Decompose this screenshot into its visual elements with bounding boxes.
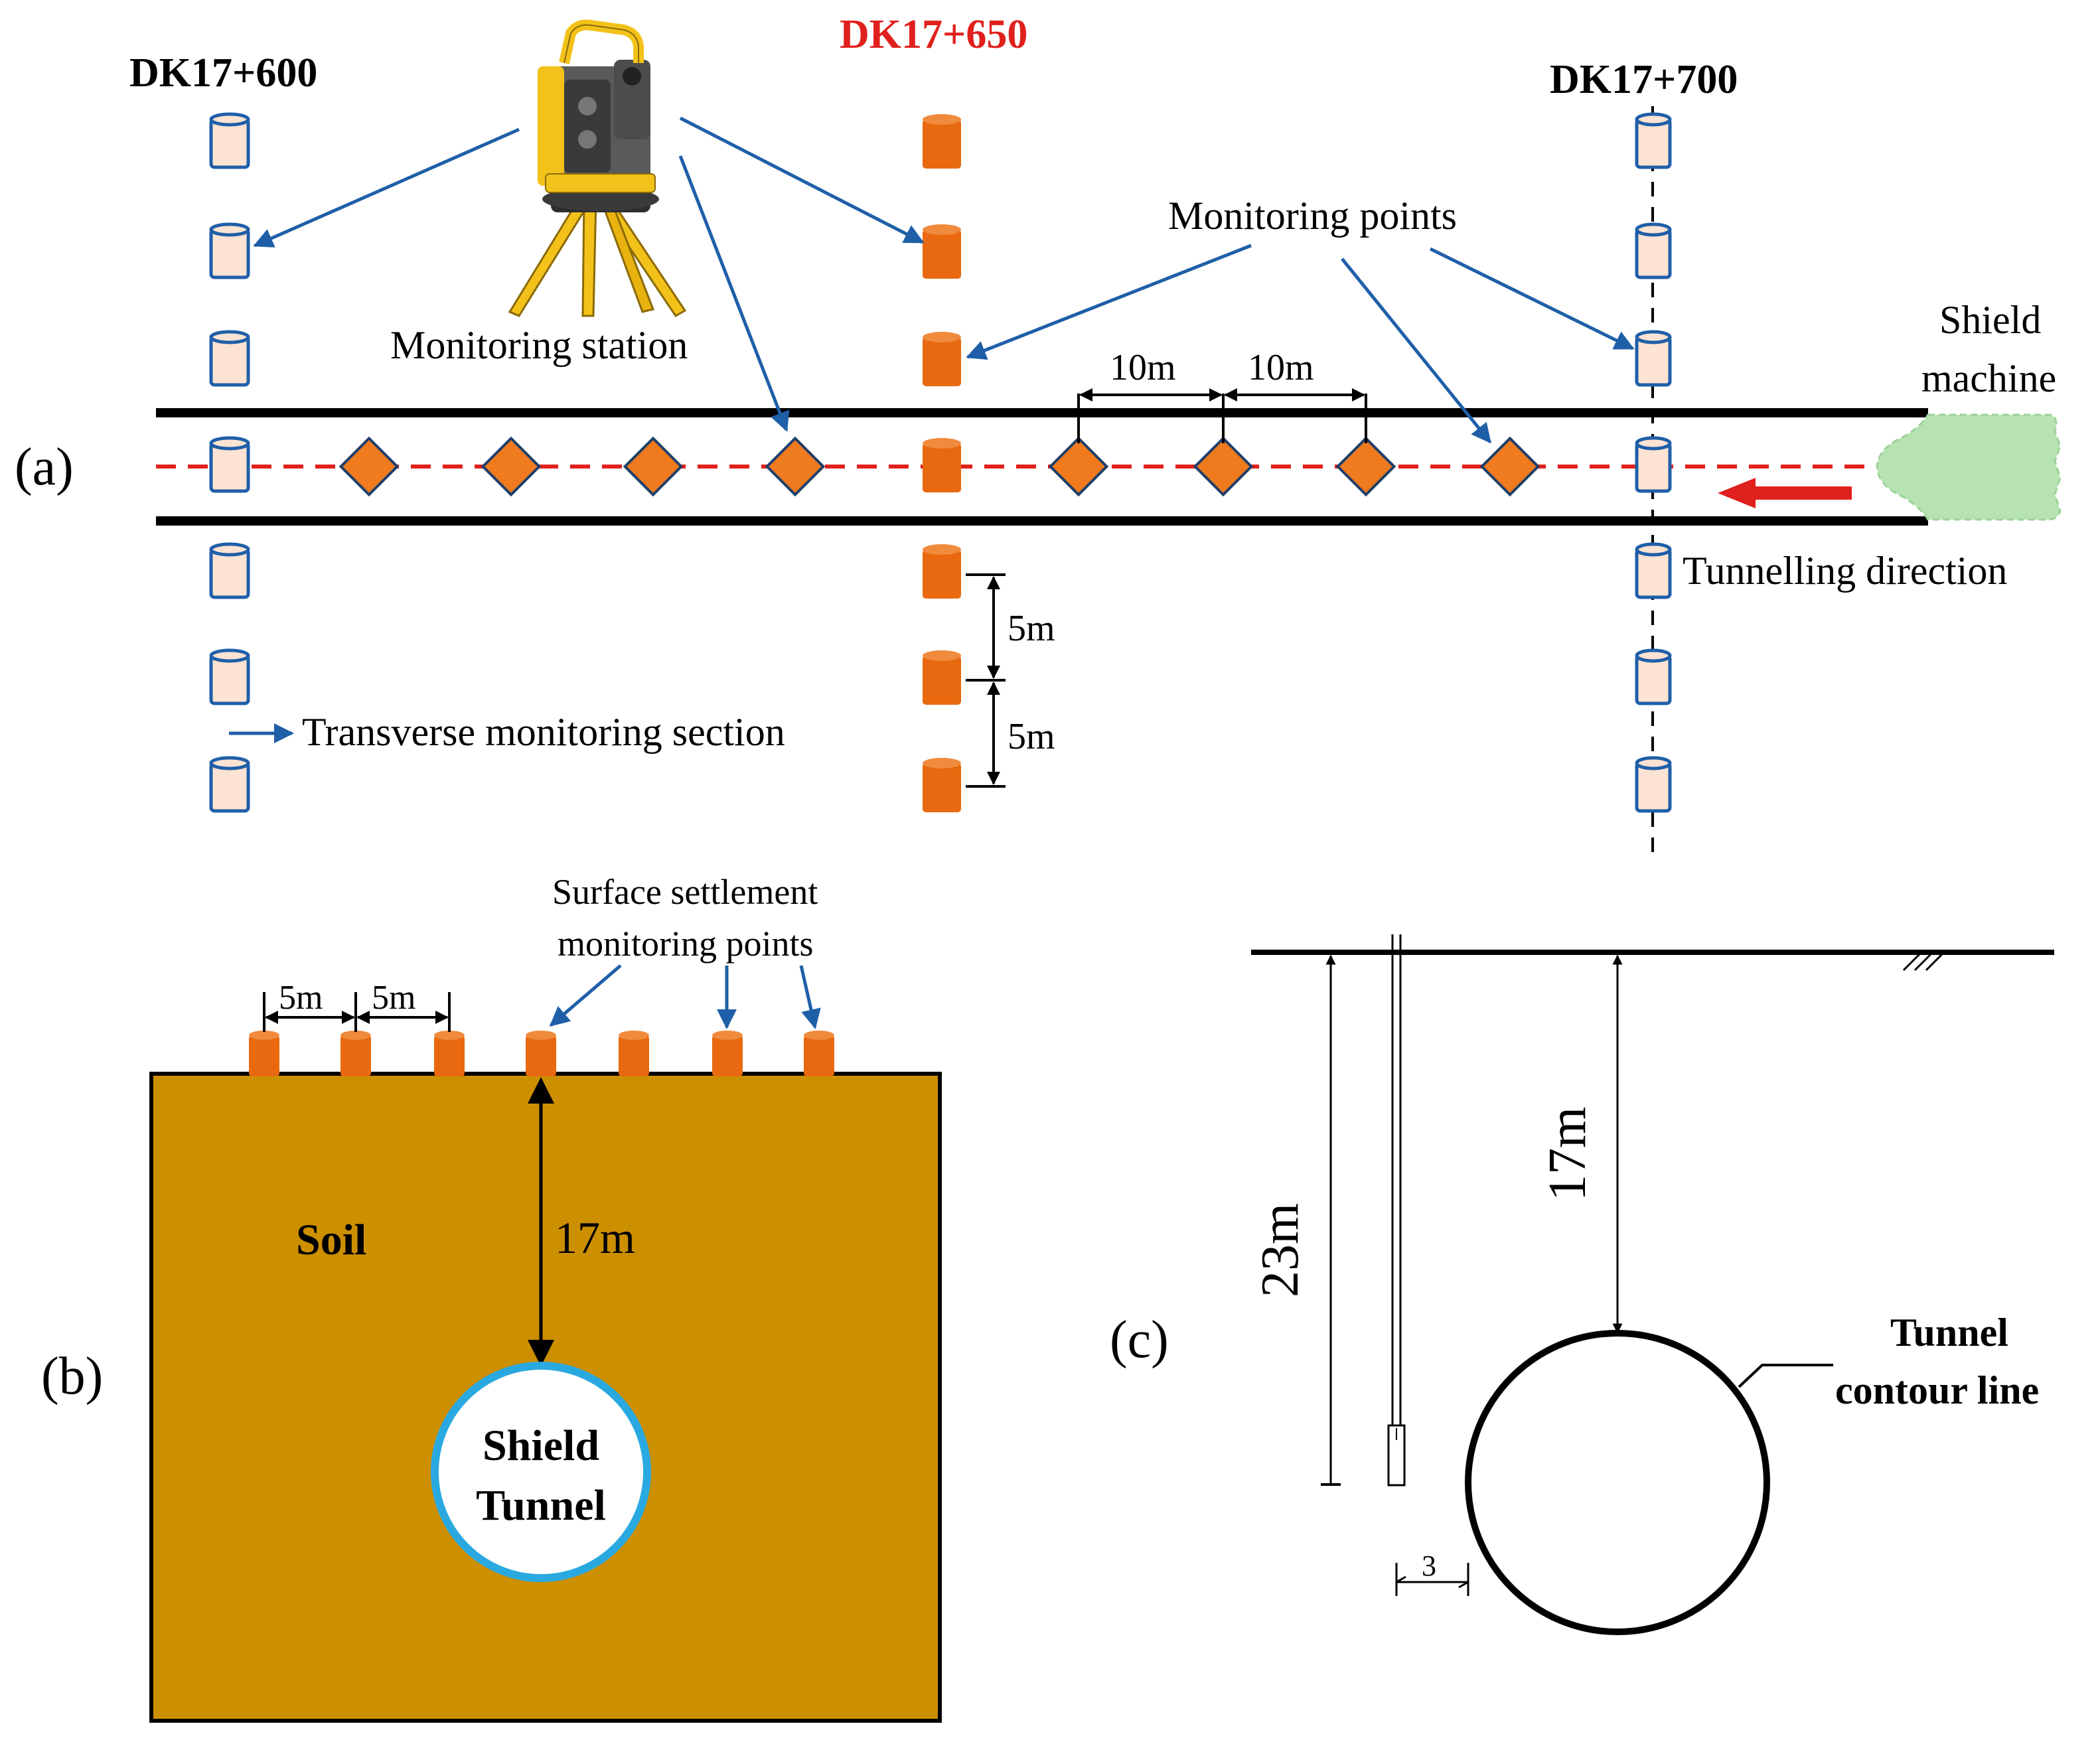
solid-monitoring-point bbox=[526, 1031, 556, 1076]
spacing-label-5m: 5m bbox=[372, 979, 415, 1017]
open-monitoring-point bbox=[209, 112, 250, 169]
surface-points-caption-1: Surface settlement bbox=[552, 872, 818, 912]
diamond-monitoring-point bbox=[623, 436, 684, 497]
spacing-label-10m: 10m bbox=[1248, 347, 1314, 388]
inclinometer-tube bbox=[1387, 934, 1406, 1486]
monitoring-points-label: Monitoring points bbox=[1168, 194, 1457, 238]
panel-a: (a) DK17+600 DK17+650 DK17+700 bbox=[15, 12, 2062, 853]
open-monitoring-point bbox=[1635, 756, 1672, 813]
section-label-dk17-700: DK17+700 bbox=[1550, 57, 1738, 102]
solid-monitoring-point bbox=[619, 1031, 649, 1076]
caption-arrow bbox=[799, 965, 821, 1029]
spacing-label-5m: 5m bbox=[1008, 716, 1055, 757]
solid-monitoring-point bbox=[923, 224, 961, 279]
depth-label-17m: 17m bbox=[1538, 1107, 1597, 1201]
diamond-monitoring-point bbox=[1479, 436, 1540, 497]
longitudinal-spacing-dimension: 10m 10m bbox=[1077, 347, 1367, 443]
panel-c-label: (c) bbox=[1110, 1311, 1169, 1369]
monitoring-station-label: Monitoring station bbox=[390, 323, 688, 367]
diamond-monitoring-point bbox=[1048, 436, 1109, 497]
solid-monitoring-point bbox=[712, 1031, 743, 1076]
open-monitoring-point bbox=[209, 330, 250, 387]
caption-arrow bbox=[549, 964, 622, 1027]
solid-monitoring-point bbox=[923, 758, 961, 812]
station-arrow bbox=[253, 127, 520, 248]
contour-label-1: Tunnel bbox=[1890, 1311, 2008, 1354]
diamond-monitoring-point bbox=[338, 436, 400, 497]
station-arrow bbox=[678, 155, 790, 432]
panel-b: (b) Soil 5m 5m Surface settlement monito… bbox=[41, 872, 942, 1723]
open-monitoring-point bbox=[1635, 436, 1672, 493]
contour-label-2: contour line bbox=[1835, 1368, 2039, 1412]
transverse-points-dk17-600 bbox=[209, 112, 250, 813]
panel-c: (c) 23m 17m Tunnel contour line bbox=[1110, 934, 2054, 1635]
section-label-dk17-650: DK17+650 bbox=[840, 12, 1027, 57]
surface-spacing-dimension: 5m 5m bbox=[263, 979, 451, 1032]
spacing-label-5m: 5m bbox=[279, 979, 323, 1017]
surface-points-caption-2: monitoring points bbox=[558, 924, 814, 964]
diamond-monitoring-point bbox=[765, 436, 826, 497]
solid-monitoring-point bbox=[923, 544, 961, 599]
shield-machine-label-1: Shield bbox=[1939, 298, 2041, 342]
solid-monitoring-point bbox=[923, 332, 961, 386]
shield-tunnel-label-2: Tunnel bbox=[476, 1481, 606, 1530]
offset-dimension: 3 bbox=[1395, 1550, 1469, 1596]
monitoring-points-arrow bbox=[1341, 257, 1491, 444]
monitoring-points-arrow bbox=[1429, 247, 1635, 350]
monitoring-points-arrow bbox=[966, 244, 1252, 360]
depth-label-23m: 23m bbox=[1251, 1203, 1310, 1297]
spacing-label-10m: 10m bbox=[1110, 347, 1176, 388]
longitudinal-points bbox=[338, 436, 1540, 497]
solid-monitoring-point bbox=[923, 650, 961, 705]
tunnelling-direction-arrow bbox=[1718, 478, 1852, 508]
solid-monitoring-point bbox=[249, 1031, 279, 1076]
open-monitoring-point bbox=[1635, 542, 1672, 599]
shield-tunnel bbox=[431, 1362, 651, 1582]
diamond-monitoring-point bbox=[1193, 436, 1254, 497]
spacing-label-5m: 5m bbox=[1008, 608, 1055, 649]
open-monitoring-point bbox=[209, 542, 250, 599]
open-monitoring-point bbox=[209, 436, 250, 493]
solid-monitoring-point bbox=[340, 1031, 371, 1076]
total-station-icon bbox=[508, 19, 687, 317]
open-monitoring-point bbox=[1635, 330, 1672, 387]
shield-machine-label-2: machine bbox=[1921, 356, 2056, 400]
solid-monitoring-point bbox=[923, 438, 961, 492]
open-monitoring-point bbox=[1635, 112, 1672, 169]
diamond-monitoring-point bbox=[1335, 436, 1396, 497]
tunnel-contour-circle bbox=[1465, 1330, 1770, 1635]
surface-settlement-points bbox=[249, 1031, 834, 1076]
panel-b-label: (b) bbox=[41, 1347, 103, 1406]
transverse-spacing-dimension: 5m 5m bbox=[966, 573, 1055, 788]
station-arrow bbox=[679, 116, 925, 244]
section-label-dk17-600: DK17+600 bbox=[129, 50, 317, 96]
shield-machine bbox=[1876, 413, 2062, 521]
diamond-monitoring-point bbox=[481, 436, 542, 497]
solid-monitoring-point bbox=[434, 1031, 465, 1076]
ground-hatch bbox=[1902, 952, 1944, 972]
open-monitoring-point bbox=[1635, 222, 1672, 279]
solid-monitoring-point bbox=[804, 1031, 834, 1076]
open-monitoring-point bbox=[209, 648, 250, 705]
solid-monitoring-point bbox=[923, 114, 961, 169]
offset-label: 3 bbox=[1422, 1550, 1436, 1582]
depth-label-17m: 17m bbox=[555, 1212, 635, 1263]
shield-tunnel-label-1: Shield bbox=[483, 1421, 599, 1470]
transverse-section-label: Transverse monitoring section bbox=[302, 710, 785, 754]
contour-leader-line bbox=[1738, 1364, 1833, 1388]
open-monitoring-point bbox=[209, 756, 250, 813]
soil-label: Soil bbox=[296, 1216, 366, 1264]
transverse-points-dk17-700 bbox=[1635, 112, 1672, 813]
tunnelling-direction-label: Tunnelling direction bbox=[1683, 549, 2007, 593]
open-monitoring-point bbox=[1635, 648, 1672, 705]
panel-a-label: (a) bbox=[15, 438, 74, 496]
transverse-points-dk17-650 bbox=[923, 114, 961, 812]
open-monitoring-point bbox=[209, 222, 250, 279]
